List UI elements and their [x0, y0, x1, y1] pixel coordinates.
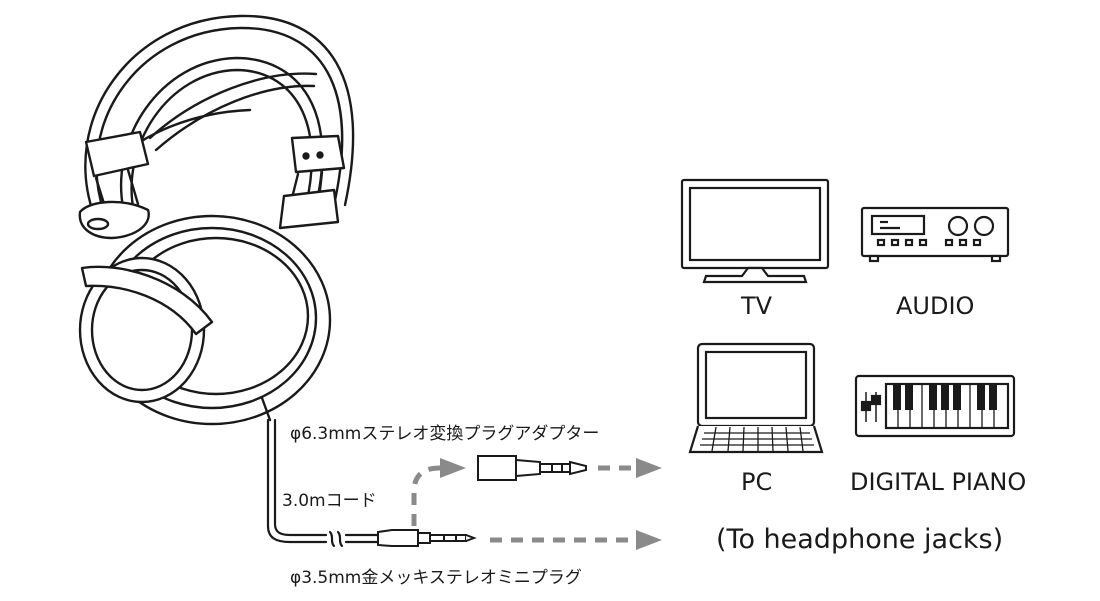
tv-icon	[680, 178, 830, 284]
digital-piano-label: DIGITAL PIANO	[850, 468, 1027, 496]
tv-label: TV	[741, 292, 773, 320]
mini-plug-icon	[377, 529, 477, 547]
laptop-icon	[688, 342, 824, 454]
audio-label: AUDIO	[896, 292, 975, 320]
audio-amplifier-icon	[860, 206, 1010, 263]
mini-plug-label: φ3.5mm金メッキステレオミニプラグ	[290, 568, 582, 588]
plug-adapter-icon	[477, 455, 587, 481]
pc-label: PC	[741, 468, 773, 496]
arrowhead-adapter-devices	[636, 458, 662, 478]
headphone-cord	[266, 418, 380, 548]
arrows	[411, 458, 662, 550]
cord-length-label: 3.0mコード	[282, 491, 377, 511]
adapter-label: φ6.3mmステレオ変換プラグアダプター	[290, 424, 600, 444]
headphone-jacks-note: (To headphone jacks)	[716, 524, 1004, 555]
arrowhead-adapter	[440, 458, 466, 478]
arrow-to-adapter	[411, 465, 441, 526]
keyboard-piano-icon	[854, 374, 1016, 438]
headphones-icon	[78, 14, 355, 426]
arrowhead-miniplug-devices	[636, 530, 662, 550]
